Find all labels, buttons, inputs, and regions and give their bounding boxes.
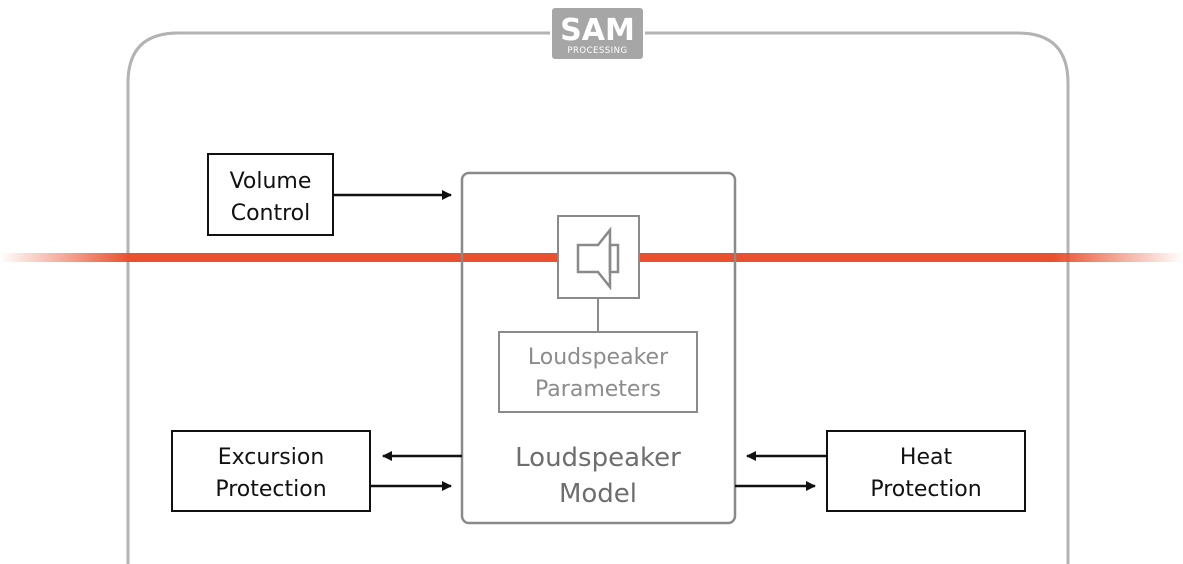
volume-control-line2: Control [231,201,311,226]
outer-frame-right [645,31,1070,564]
loudspeaker-model-box [460,171,737,525]
loudspeaker-parameters-line1: Loudspeaker [528,345,669,370]
loudspeaker-parameters-line2: Parameters [535,377,661,402]
loudspeaker-model-line1: Loudspeaker [515,443,681,473]
volume-control-box: Volume Control [207,153,334,236]
excursion-protection-box: Excursion Protection [171,430,371,512]
heat-protection-line2: Protection [870,477,981,502]
logo-sub-text: PROCESSING [567,46,627,56]
loudspeaker-model-line2: Model [559,479,637,509]
loudspeaker-parameters-box: Loudspeaker Parameters [498,331,698,413]
excursion-protection-line1: Excursion [218,445,325,470]
sam-processing-logo: SAM PROCESSING [552,8,643,59]
heat-protection-box: Heat Protection [826,430,1026,512]
outer-frame [126,31,550,564]
heat-protection-line1: Heat [900,445,953,470]
logo-brand-text: SAM [560,13,635,48]
speaker-icon [557,215,640,299]
excursion-protection-line2: Protection [215,477,326,502]
volume-control-line1: Volume [230,169,312,194]
